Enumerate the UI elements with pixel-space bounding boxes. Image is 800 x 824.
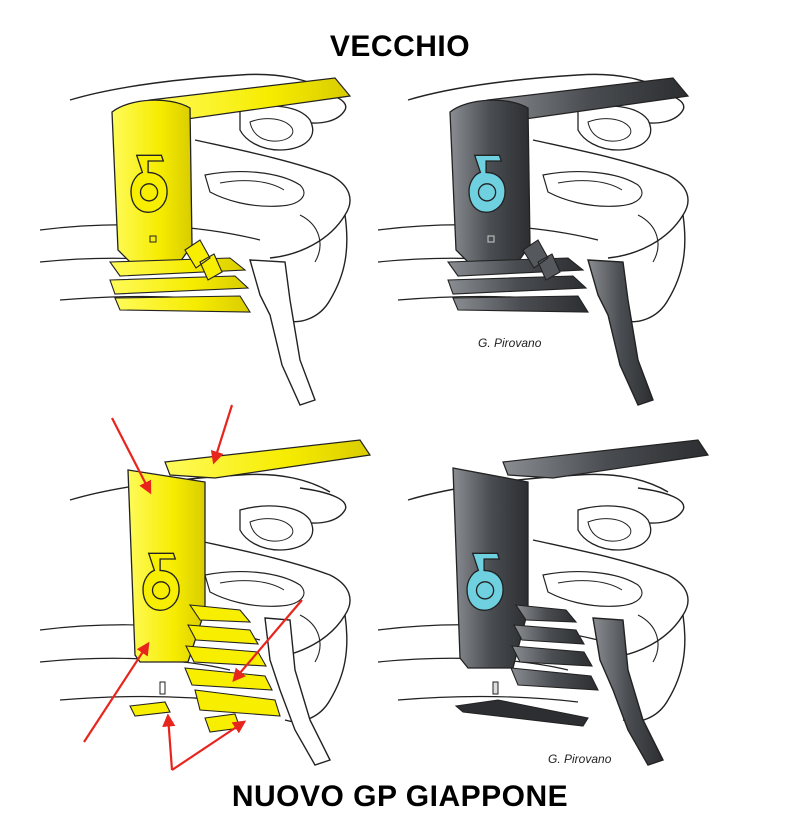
title-vecchio: VECCHIO <box>329 30 471 63</box>
panel-old-grey <box>377 73 690 406</box>
credit-top: G. Pirovano <box>478 336 542 350</box>
arrow-endplate-bottom <box>83 641 150 743</box>
panel-old-yellow <box>39 73 352 406</box>
arrow-footplate-left <box>162 713 176 771</box>
panel-new-grey <box>377 439 710 766</box>
arrow-endplate-top <box>111 417 152 495</box>
arrow-footplate-right <box>171 720 247 771</box>
credit-bottom: G. Pirovano <box>548 752 612 766</box>
panel-new-yellow <box>39 439 372 766</box>
arrow-slats <box>232 599 303 683</box>
title-nuovo-gp-giappone: NUOVO GP GIAPPONE <box>231 780 569 813</box>
arrow-top-chord <box>210 404 234 465</box>
annotation-arrows <box>83 404 303 771</box>
